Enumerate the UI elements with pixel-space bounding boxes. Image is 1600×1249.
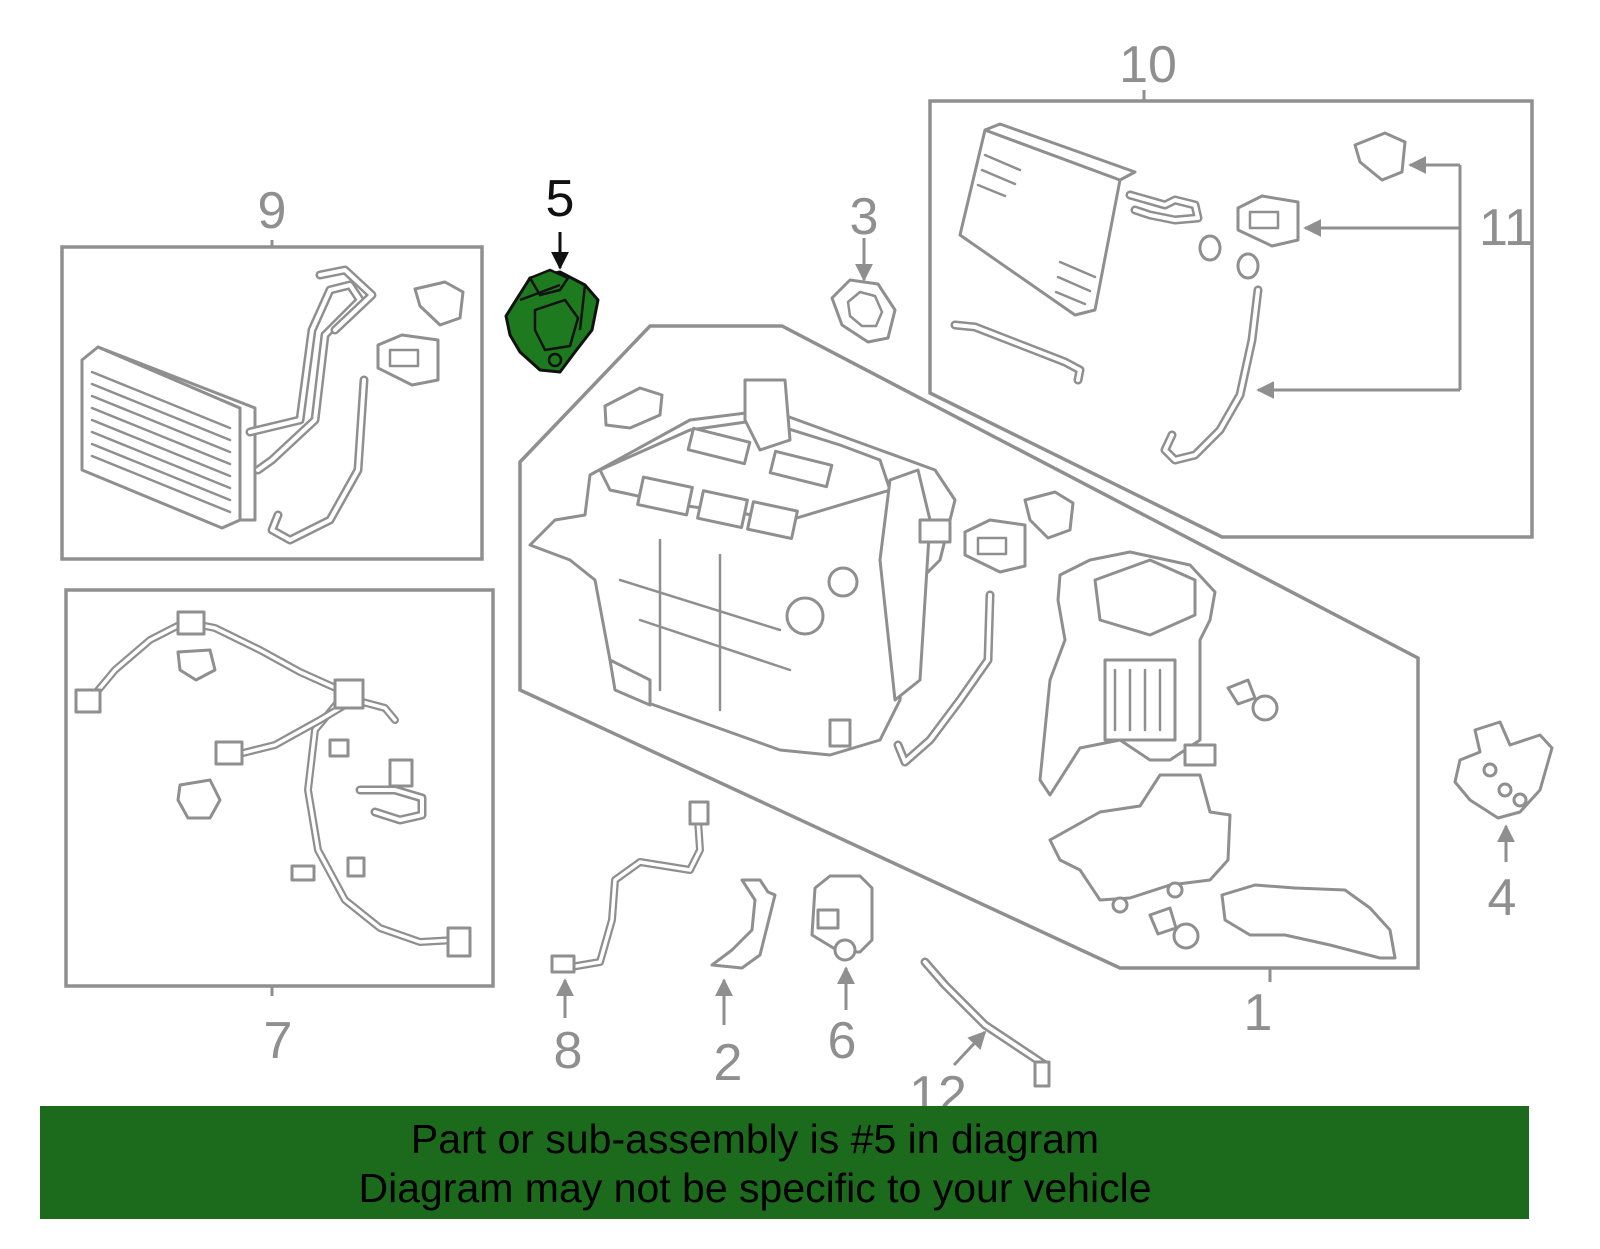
lower-housing-part [1048,773,1232,914]
highlighted-part-5 [504,232,600,374]
connector-7c [333,678,365,710]
info-banner: Part or sub-assembly is #5 in diagram Di… [40,1106,1529,1219]
frame-7 [64,588,495,988]
callout-5: 5 [546,170,575,228]
seal-box-1 [963,518,1027,574]
seal-box-11 [1236,194,1300,248]
heater-core-part [80,345,257,530]
wire-harness-group-7 [64,588,495,996]
callout-10: 10 [1119,36,1177,94]
frame-10 [928,99,1534,539]
callout-3: 3 [850,188,879,246]
callout-6: 6 [828,1012,857,1070]
seal-small-9 [413,280,465,327]
banner-disclaimer: Diagram may not be specific to your vehi… [358,1165,1152,1211]
connector-8a [688,800,710,826]
evaporator-core-part [958,122,1137,317]
callout-11: 11 [1479,199,1533,257]
bracket-part-4 [1453,720,1554,862]
connector-7d [214,740,244,766]
seal-small-11 [1353,131,1407,182]
seal-part-3 [830,238,897,344]
hvac-housing-part [528,378,957,757]
seal-box-9 [376,333,440,387]
blower-mount-part [1220,883,1397,960]
hvac-unit-group-1 [518,324,1420,982]
connector-8b [550,954,576,974]
o-ring-b [1236,252,1260,280]
connector-7f [290,864,316,882]
blower-housing-part [1038,550,1217,797]
clip-7a [176,648,217,682]
valve-part [603,386,664,430]
callout-1: 1 [1244,984,1273,1042]
connector-7h [328,738,350,758]
callout-2: 2 [714,1034,743,1092]
heater-core-group-9 [60,240,484,561]
o-ring-a [1198,234,1222,262]
sensor-wire-part-8 [550,800,710,1018]
screw-part-b [1148,906,1200,950]
frame-1 [518,324,1420,970]
seal-small-1 [1023,490,1075,540]
bracket-part-2 [710,878,777,1025]
callout-7: 7 [264,1012,293,1070]
heater-pipes-part [245,265,377,475]
evaporator-group-10 [928,90,1534,539]
sensor-rod-part-12 [920,957,1051,1088]
connector-7a [74,688,102,714]
callout-4: 4 [1488,869,1517,927]
screw-part-a [1226,678,1279,722]
callout-9: 9 [258,182,287,240]
connector-7g [446,926,472,958]
connector-7b [176,610,206,636]
connector-7i [346,856,366,878]
connector-7e [388,758,414,788]
actuator-part-6 [810,874,874,1010]
banner-part-note: Part or sub-assembly is #5 in diagram [410,1116,1100,1162]
clip-7b [176,778,222,820]
callout-8: 8 [554,1022,583,1080]
